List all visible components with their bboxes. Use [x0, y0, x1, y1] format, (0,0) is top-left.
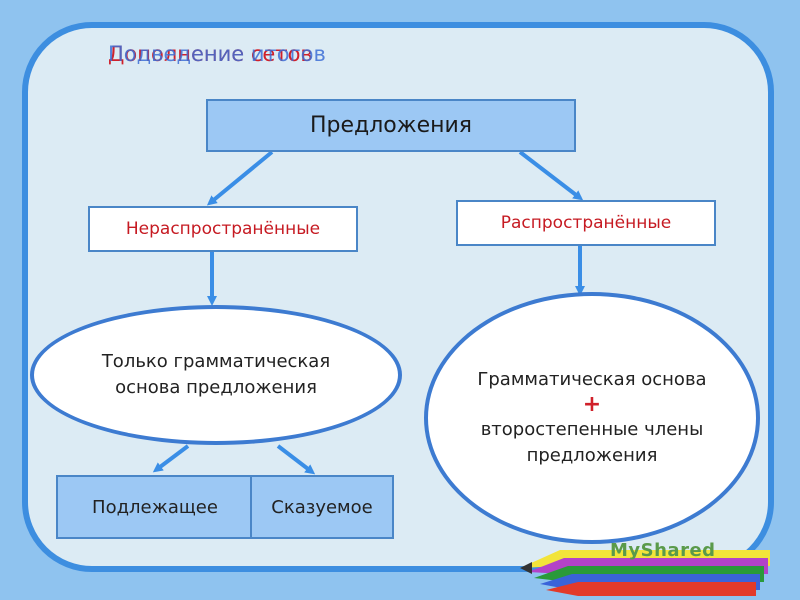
left-node-line2: основа предложения [115, 377, 317, 398]
right-node-line1: Грамматическая основа [477, 368, 707, 390]
left-node-line1: Только грамматическая [101, 350, 331, 372]
title-overlay-red: Дополнение сетов [108, 42, 313, 66]
ellipse-base-plus-secondary: Грамматическая основа + второстепенные ч… [424, 292, 760, 544]
right-node-line3: предложения [526, 445, 658, 467]
box-predicate: Сказуемое [250, 475, 394, 539]
root-box-sentences: Предложения [206, 99, 576, 152]
extended-label: Распространённые [500, 213, 672, 233]
root-label: Предложения [309, 113, 473, 138]
pencils-decoration [520, 550, 770, 596]
box-non-extended: Нераспространённые [88, 206, 358, 252]
ellipse-grammatical-base-only: Только грамматическая основа предложения [30, 305, 402, 445]
arrow-root-right [518, 150, 584, 201]
subject-label: Подлежащее [92, 496, 218, 518]
logo-watermark: MyShared [610, 540, 716, 561]
title-overlay-blue: Подведение итогов [108, 42, 326, 66]
slide-title: Дополнение сетов Подведение итогов [108, 42, 408, 78]
arrow-to-subject [152, 444, 190, 473]
non-extended-label: Нераспространённые [125, 219, 321, 239]
arrow-to-predicate [276, 444, 316, 475]
right-node-line2: второстепенные члены [480, 419, 704, 441]
box-extended: Распространённые [456, 200, 716, 246]
predicate-label: Сказуемое [271, 496, 373, 518]
arrow-root-left [206, 150, 274, 206]
plus-sign: + [582, 391, 602, 417]
box-subject: Подлежащее [56, 475, 254, 539]
